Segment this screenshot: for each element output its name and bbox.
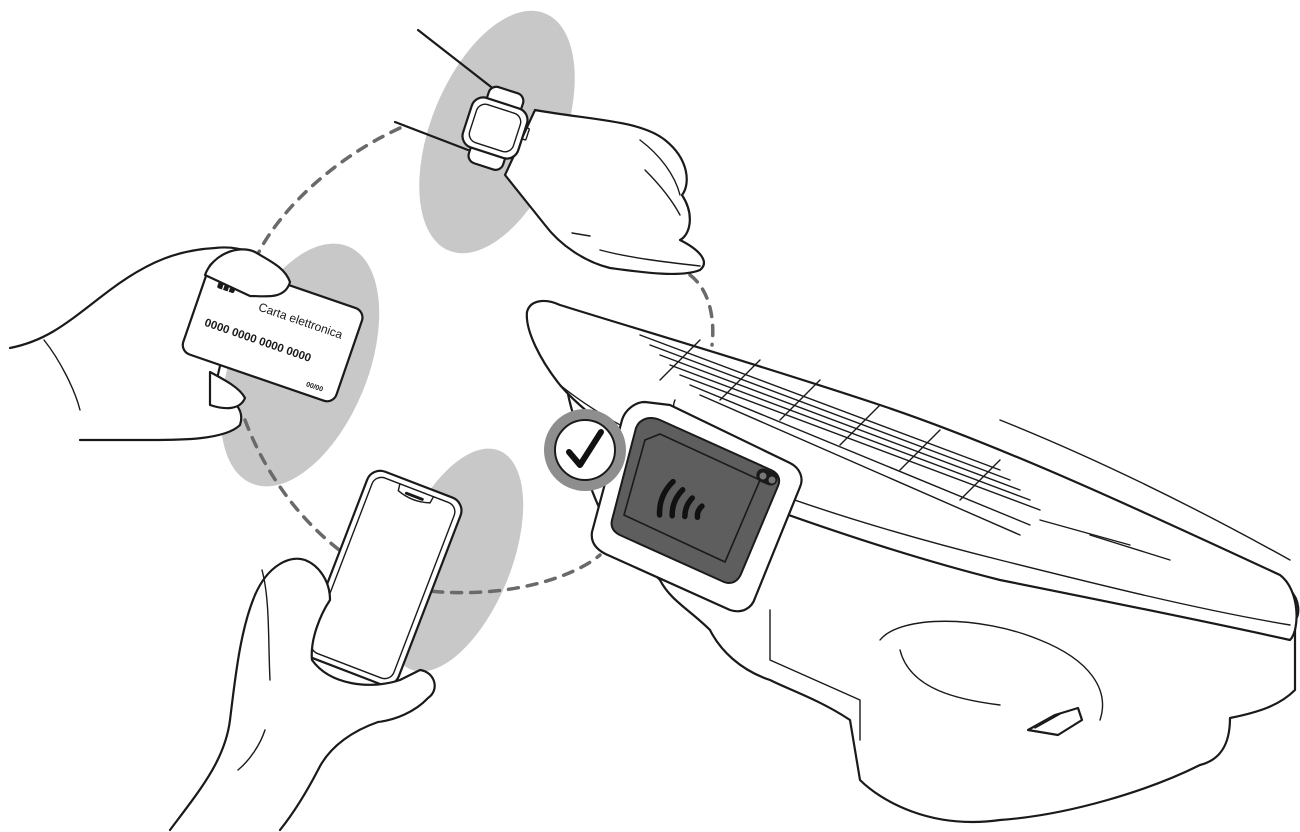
pos-terminal — [527, 301, 1298, 822]
payment-success-badge — [544, 409, 626, 491]
